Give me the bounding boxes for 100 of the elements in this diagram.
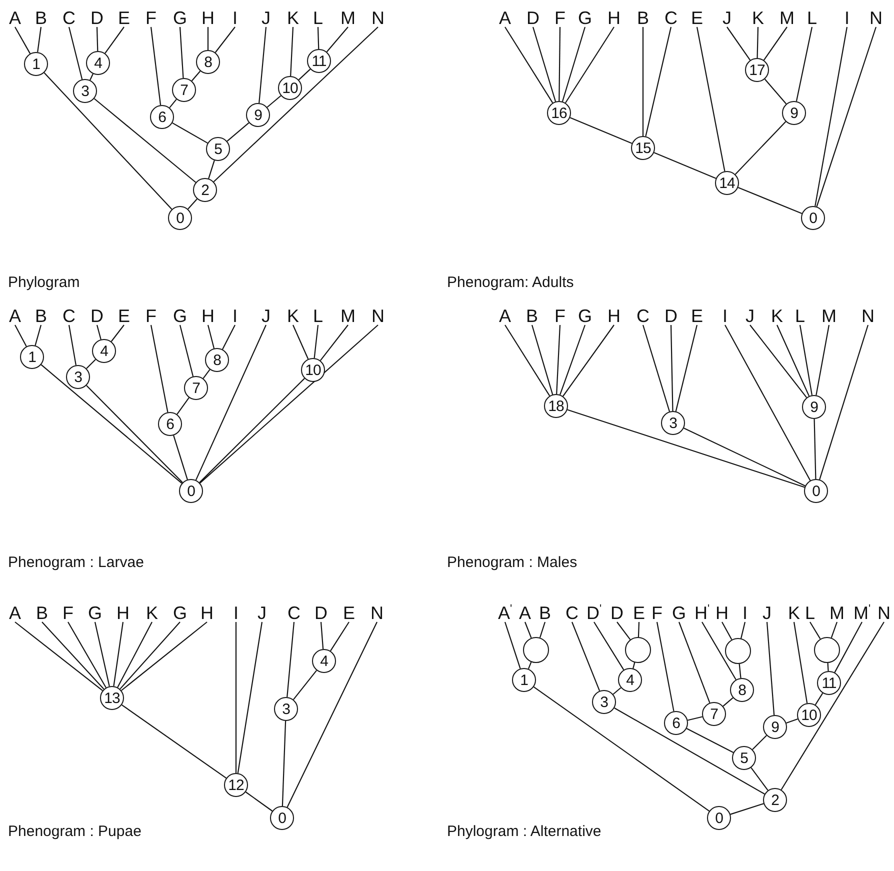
branch-line bbox=[565, 26, 614, 104]
taxon-label: F bbox=[146, 9, 156, 27]
branch-line bbox=[654, 152, 716, 179]
branch-line bbox=[293, 670, 317, 700]
taxon-label: N bbox=[870, 9, 882, 27]
taxon-label: A bbox=[9, 604, 21, 622]
branch-line bbox=[616, 622, 631, 640]
taxon-label: H bbox=[608, 307, 620, 325]
taxon-label: A bbox=[499, 307, 511, 325]
taxon-label: B bbox=[637, 9, 649, 27]
empty-node-circle bbox=[814, 637, 840, 663]
taxon-label: G bbox=[173, 307, 187, 325]
taxon-label: H bbox=[202, 9, 214, 27]
branch-line bbox=[796, 26, 813, 102]
taxon-label: A bbox=[499, 9, 511, 27]
taxon-label: A bbox=[9, 307, 21, 325]
taxon-label: D bbox=[90, 307, 104, 325]
tree-caption: Phenogram : Pupae bbox=[8, 823, 142, 841]
taxon-label: G bbox=[578, 307, 592, 325]
numbered-node-circle: 15 bbox=[631, 136, 655, 160]
branch-line bbox=[738, 187, 802, 214]
taxon-label: F bbox=[554, 307, 566, 325]
numbered-node-circle: 7 bbox=[172, 78, 196, 102]
taxon-label: B bbox=[36, 604, 48, 622]
branch-line bbox=[571, 622, 600, 692]
branch-line bbox=[258, 26, 267, 104]
branch-line bbox=[44, 72, 172, 210]
branch-line bbox=[68, 26, 83, 80]
taxon-label: H bbox=[200, 604, 214, 622]
branch-line bbox=[290, 26, 294, 76]
branch-line bbox=[121, 622, 208, 691]
branch-line bbox=[532, 26, 556, 102]
taxon-label: K bbox=[788, 604, 800, 622]
branch-line bbox=[780, 622, 884, 790]
branch-line bbox=[326, 26, 348, 52]
taxon-label: G bbox=[173, 9, 187, 27]
numbered-node-circle: 1 bbox=[24, 52, 48, 76]
branch-line bbox=[722, 697, 734, 707]
branch-line bbox=[810, 622, 821, 640]
taxon-label: A$^{'}$ bbox=[498, 604, 512, 622]
numbered-node-circle: 9 bbox=[763, 715, 787, 739]
branch-line bbox=[191, 70, 201, 82]
taxon-label: K bbox=[287, 9, 299, 27]
branch-line bbox=[94, 98, 196, 183]
numbered-node-circle: 4 bbox=[312, 649, 336, 673]
taxon-label: D bbox=[314, 604, 328, 622]
branch-line bbox=[90, 74, 94, 80]
branch-line bbox=[330, 622, 350, 652]
branch-line bbox=[763, 26, 788, 60]
taxon-label: G bbox=[578, 9, 592, 27]
branch-line bbox=[764, 78, 787, 104]
taxon-label: G bbox=[173, 604, 187, 622]
numbered-node-circle: 12 bbox=[224, 773, 248, 797]
taxon-label: C bbox=[62, 9, 76, 27]
taxon-label: K bbox=[287, 307, 299, 325]
branch-line bbox=[638, 622, 640, 638]
branch-line bbox=[150, 26, 162, 106]
branch-line bbox=[834, 622, 862, 673]
taxon-label: J bbox=[262, 307, 270, 325]
branch-line bbox=[612, 687, 622, 695]
numbered-node-circle: 0 bbox=[168, 206, 192, 230]
taxon-label: H bbox=[608, 9, 620, 27]
branch-line bbox=[656, 622, 674, 712]
taxon-label: B bbox=[539, 604, 551, 622]
branch-line bbox=[562, 324, 614, 397]
branch-line bbox=[830, 622, 838, 638]
branch-line bbox=[752, 735, 767, 750]
taxon-label: F bbox=[62, 604, 74, 622]
branch-line bbox=[237, 622, 263, 774]
branch-line bbox=[14, 324, 27, 347]
numbered-node-circle: 5 bbox=[206, 137, 230, 161]
tree-caption: Phylogram : Alternative bbox=[447, 823, 602, 841]
numbered-node-circle: 17 bbox=[745, 58, 769, 82]
branch-line bbox=[113, 622, 124, 686]
branch-line bbox=[819, 324, 869, 480]
branch-line bbox=[645, 26, 672, 136]
branch-line bbox=[750, 767, 768, 791]
branch-line bbox=[68, 324, 76, 366]
numbered-node-circle: 8 bbox=[205, 348, 229, 372]
branch-line bbox=[702, 622, 736, 680]
branch-line bbox=[558, 27, 561, 101]
numbered-node-circle: 13 bbox=[100, 686, 124, 710]
taxon-label: C bbox=[636, 307, 650, 325]
taxon-label: H bbox=[116, 604, 130, 622]
branch-line bbox=[298, 68, 311, 80]
numbered-node-circle: 16 bbox=[547, 101, 571, 125]
taxon-label: G bbox=[88, 604, 102, 622]
taxon-label: K bbox=[771, 307, 783, 325]
empty-node-circle bbox=[625, 637, 651, 663]
branch-line bbox=[173, 435, 188, 480]
numbered-node-circle: 4 bbox=[86, 51, 110, 75]
branch-line bbox=[150, 324, 168, 412]
numbered-node-circle: 14 bbox=[715, 171, 739, 195]
branch-line bbox=[827, 662, 829, 672]
branch-line bbox=[738, 664, 742, 678]
taxon-label: M$^{'}$ bbox=[853, 604, 871, 622]
numbered-node-circle: 3 bbox=[66, 365, 90, 389]
numbered-node-circle: 4 bbox=[92, 339, 116, 363]
branch-line bbox=[684, 428, 806, 486]
branch-line bbox=[730, 803, 764, 815]
